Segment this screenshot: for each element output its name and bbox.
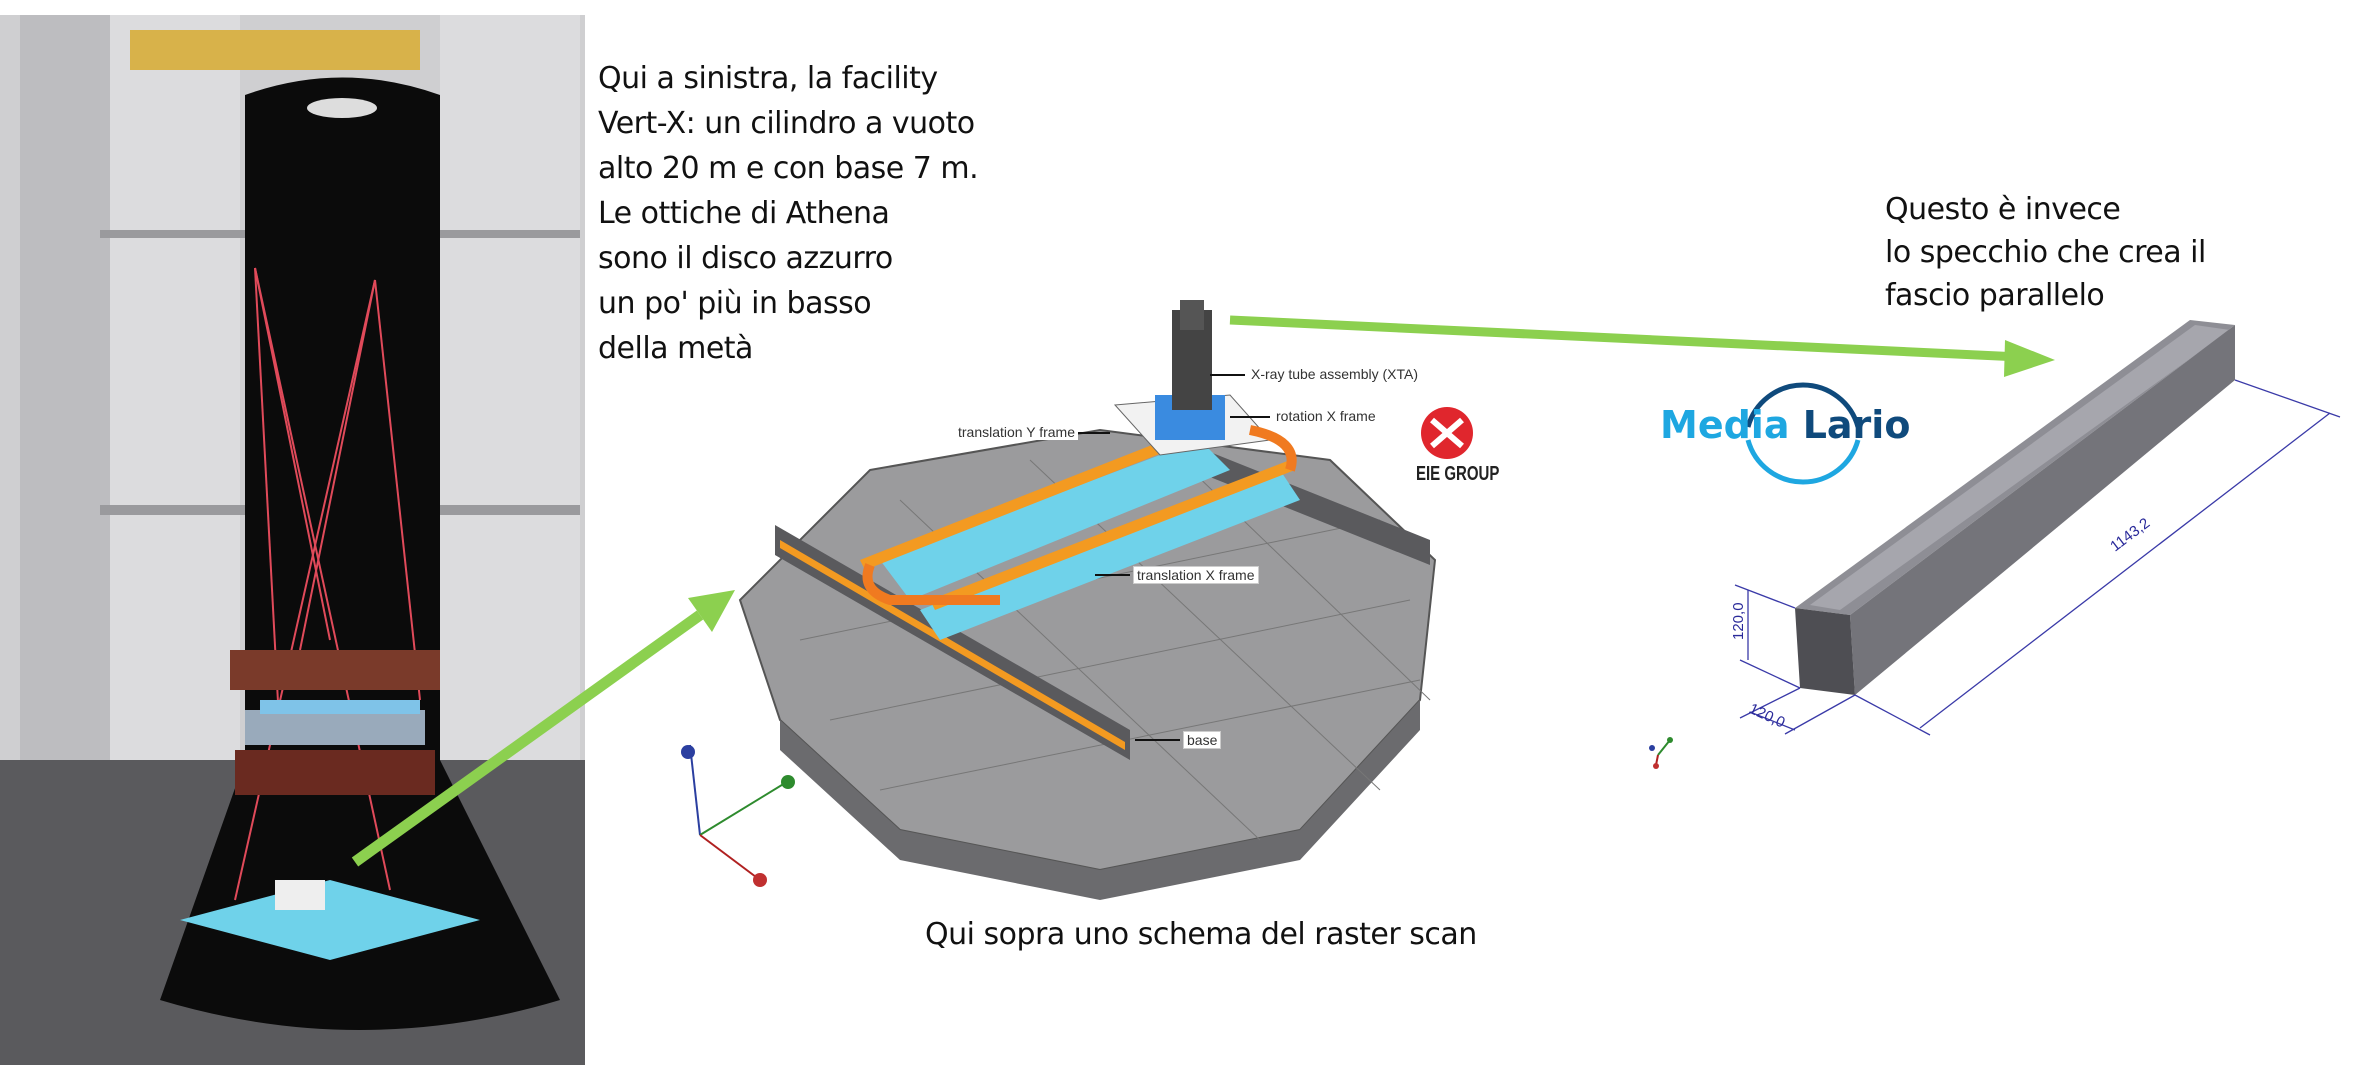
left-caption-line: della metà — [598, 331, 753, 366]
raster-scan-render — [738, 300, 1437, 900]
media-lario-word-lario: Lario — [1802, 403, 1911, 447]
left-caption-line: Qui a sinistra, la facility — [598, 61, 938, 96]
arrow-to-mirror — [1229, 315, 2055, 377]
vertx-facility-render — [0, 15, 585, 1065]
right-caption: Questo è invece lo specchio che crea il … — [1885, 188, 2206, 317]
right-caption-line: lo specchio che crea il — [1885, 235, 2206, 270]
left-caption-line: sono il disco azzurro — [598, 241, 893, 276]
media-lario-text: Media Lario — [1660, 403, 1910, 447]
media-lario-word-media: Media — [1660, 403, 1790, 447]
label-pointers — [1070, 374, 1270, 741]
label-translation-y-frame: translation Y frame — [955, 424, 1078, 440]
eie-group-text: EIE GROUP — [1416, 463, 1500, 485]
left-caption-line: un po' più in basso — [598, 286, 872, 321]
left-caption-line: alto 20 m e con base 7 m. — [598, 151, 979, 186]
small-axis-triad-icon — [1649, 737, 1673, 769]
label-rotation-x-frame: rotation X frame — [1273, 408, 1379, 424]
left-caption-line: Vert-X: un cilindro a vuoto — [598, 106, 975, 141]
bottom-caption: Qui sopra uno schema del raster scan — [925, 917, 1477, 952]
dimension-length: 1143,2 — [2107, 515, 2153, 556]
media-lario-logo — [1745, 382, 1861, 485]
arrow-to-raster — [351, 590, 735, 867]
dimension-height: 120,0 — [1730, 602, 1747, 640]
label-xta: X-ray tube assembly (XTA) — [1248, 366, 1422, 382]
axis-triad-icon — [681, 744, 795, 887]
right-caption-line: Questo è invece — [1885, 192, 2121, 227]
label-translation-x-frame: translation X frame — [1133, 566, 1259, 584]
mirror-render: 1143,2 120,0 120,0 — [1730, 320, 2341, 736]
left-caption: Qui a sinistra, la facility Vert-X: un c… — [598, 56, 979, 371]
right-caption-line: fascio parallelo — [1885, 278, 2105, 313]
left-caption-line: Le ottiche di Athena — [598, 196, 890, 231]
label-base: base — [1183, 731, 1222, 749]
eie-group-logo — [1421, 407, 1473, 459]
